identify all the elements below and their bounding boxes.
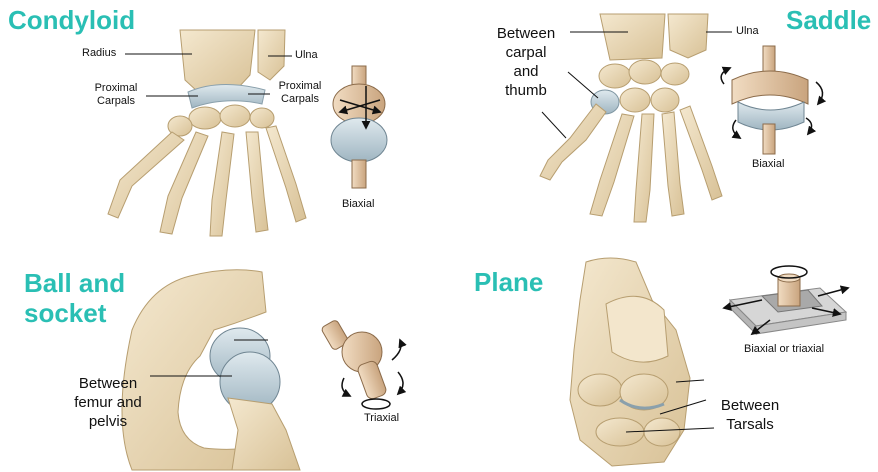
label-between-tarsals-line1: Between [720, 397, 780, 414]
label-between-tarsals: Between Tarsals [712, 396, 788, 434]
movement-label-saddle: Biaxial [752, 158, 785, 170]
condyloid-wrist-illustration [107, 29, 388, 237]
label-radius: Radius [82, 47, 117, 59]
label-between-tarsals-line2: Tarsals [726, 416, 774, 433]
ball-socket-hip-illustration [121, 269, 407, 471]
label-ulna-condyloid: Ulna [295, 49, 318, 61]
label-ulna-saddle: Ulna [736, 25, 759, 37]
movement-label-plane: Biaxial or triaxial [744, 343, 825, 355]
label-proximal-carpals-right-line1: Proximal [278, 80, 322, 92]
label-between-femur-pelvis-line3: pelvis [88, 413, 128, 430]
label-between-carpal-thumb-line4: thumb [505, 82, 547, 99]
label-between-carpal-thumb: Between carpal and thumb [488, 24, 564, 100]
label-proximal-carpals-left-line1: Proximal [94, 82, 138, 94]
panel-title-saddle: Saddle [786, 5, 872, 35]
label-proximal-carpals-right-line2: Carpals [281, 93, 319, 105]
label-between-femur-pelvis-line1: Between [78, 375, 138, 392]
panel-title-plane: Plane [474, 267, 544, 297]
movement-label-condyloid: Biaxial [342, 198, 375, 210]
plane-tarsals-illustration [569, 257, 850, 467]
label-proximal-carpals-right: Proximal Carpals [270, 80, 330, 106]
panel-title-ball-socket-line1: Ball and [24, 268, 126, 298]
label-between-carpal-thumb-line3: and [513, 63, 539, 80]
label-between-femur-pelvis: Between femur and pelvis [66, 374, 150, 431]
movement-label-ball-socket: Triaxial [364, 412, 400, 424]
label-proximal-carpals-left-line2: Carpals [97, 95, 135, 107]
label-between-femur-pelvis-line2: femur and [74, 394, 142, 411]
label-between-carpal-thumb-line2: carpal [505, 44, 547, 61]
label-between-carpal-thumb-line1: Between [496, 25, 556, 42]
panel-title-condyloid: Condyloid [8, 5, 136, 35]
panel-title-ball-socket-line2: socket [24, 298, 107, 328]
saddle-thumb-illustration [539, 13, 827, 223]
panel-title-ball-socket: Ball and socket [24, 268, 125, 328]
label-proximal-carpals-left: Proximal Carpals [86, 82, 146, 108]
